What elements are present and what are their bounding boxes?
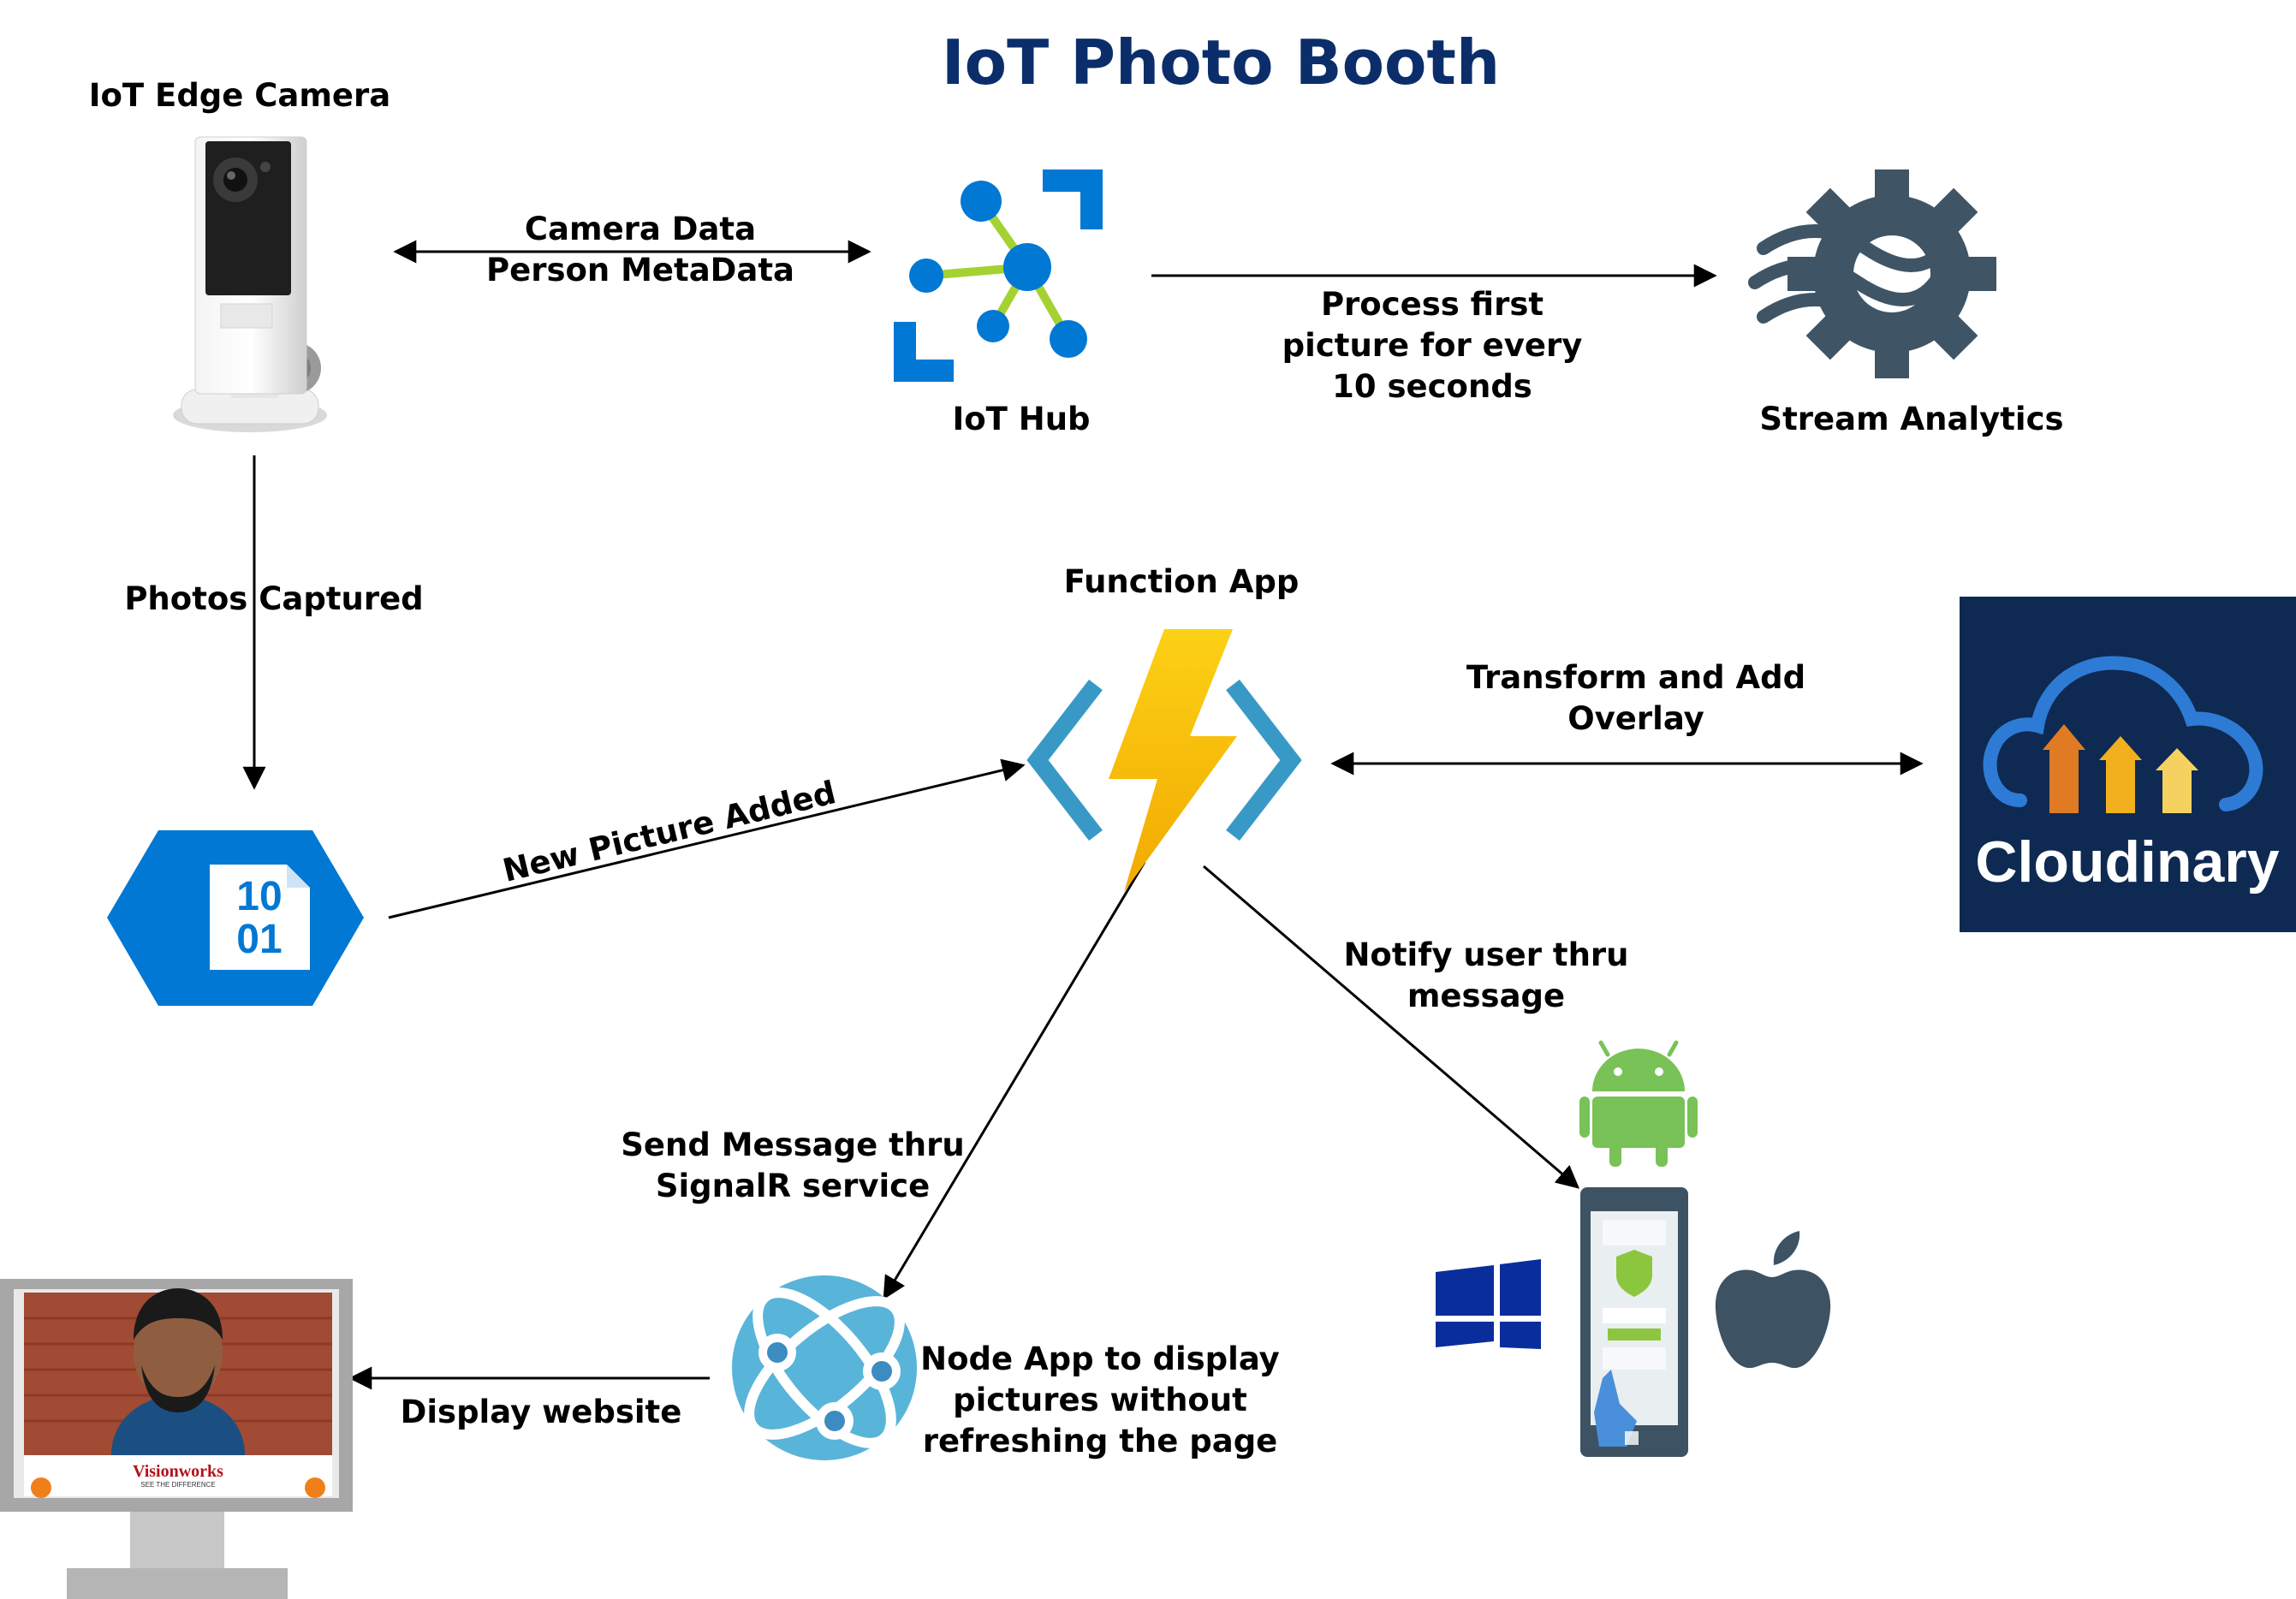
apple-icon (1715, 1231, 1831, 1369)
edge-blob-function (388, 758, 1026, 919)
person-photo (111, 1288, 245, 1455)
blob-storage-icon: 10 01 (107, 830, 364, 1006)
blob-icon-text-2: 01 (236, 917, 282, 962)
edge-label-function-webapp: Send Message thru SignalR service (613, 1125, 973, 1207)
edge-label-function-mobile: Notify user thru message (1323, 935, 1649, 1017)
edge-label-line: Person MetaData (485, 252, 795, 288)
node-app-label-line: refreshing the page (922, 1423, 1278, 1459)
node-app-label-line: Node App to display (920, 1340, 1280, 1377)
iot-hub-icon (894, 169, 1103, 382)
edge-label-line: Notify user thru (1343, 936, 1629, 973)
edge-label-webapp-monitor: Display website (400, 1394, 682, 1430)
monitor-icon: Visionworks SEE THE DIFFERENCE (0, 1279, 353, 1599)
iot-hub-label: IoT Hub (952, 401, 1091, 437)
cloudinary-logo-text: Cloudinary (1975, 829, 2279, 895)
edge-label-camera-hub: Camera Data Person MetaData (469, 209, 812, 291)
windows-icon (1436, 1259, 1541, 1349)
edge-label-hub-stream: Process first picture for every 10 secon… (1261, 284, 1603, 407)
edge-label-line: SignalR service (655, 1168, 931, 1204)
edge-label-line: Process first (1320, 286, 1544, 323)
node-app-label-line: pictures without (953, 1382, 1247, 1418)
android-icon (1579, 1040, 1698, 1167)
edge-label-line: Transform and Add (1466, 659, 1806, 696)
edge-function-webapp (883, 861, 1146, 1300)
edge-function-mobile (1203, 865, 1580, 1189)
diagram-title: IoT Photo Booth (941, 27, 1501, 98)
visionworks-logo: Visionworks (133, 1462, 223, 1481)
edge-label-line: 10 seconds (1332, 368, 1532, 405)
camera-icon (173, 136, 327, 432)
node-app-label: Node App to display pictures without ref… (920, 1339, 1280, 1462)
edge-label-camera-blob: Photos Captured (124, 580, 424, 617)
edge-label-line: message (1407, 978, 1566, 1014)
stream-analytics-label: Stream Analytics (1759, 401, 2064, 437)
visionworks-tagline: SEE THE DIFFERENCE (140, 1481, 215, 1489)
edge-label-line: Camera Data (524, 211, 757, 247)
cloudinary-logo: Cloudinary (1960, 597, 2296, 932)
web-app-icon (732, 1275, 917, 1460)
edge-label-line: picture for every (1282, 327, 1583, 364)
camera-label: IoT Edge Camera (88, 77, 391, 114)
stream-analytics-icon (1748, 169, 1996, 378)
function-app-label: Function App (1063, 563, 1300, 600)
blob-icon-text-1: 10 (236, 874, 282, 919)
edge-label-line: Send Message thru (621, 1126, 965, 1163)
function-app-icon (1026, 629, 1302, 892)
edge-label-line: Overlay (1567, 700, 1704, 737)
smartphone-icon (1580, 1187, 1688, 1457)
edge-label-function-cloudinary: Transform and Add Overlay (1431, 657, 1841, 740)
